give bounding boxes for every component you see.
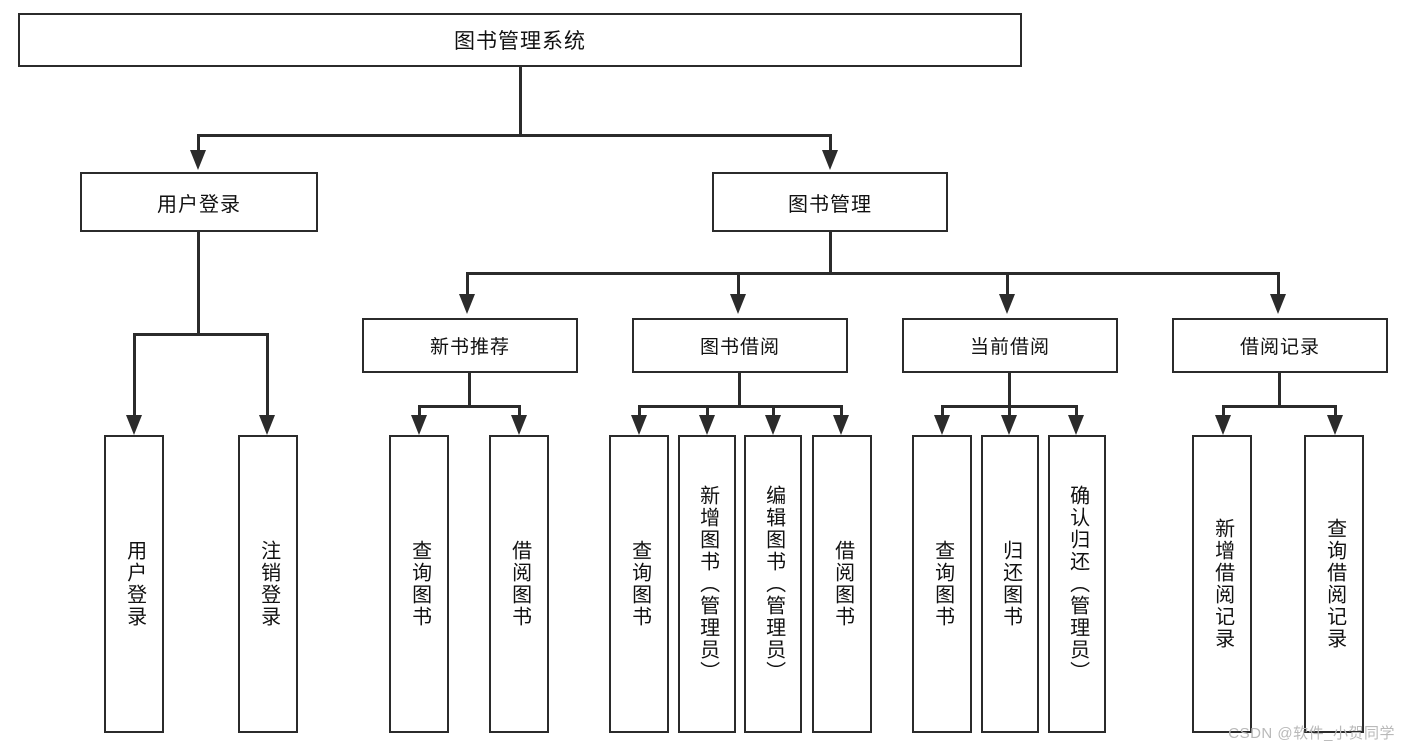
- arrow-to-borrow-record: [1270, 294, 1286, 314]
- edge-record-bus: [1222, 405, 1337, 408]
- arrow-to-leaf-query-book-2: [631, 415, 647, 435]
- leaf-edit-book-admin[interactable]: 编辑图书（管理员）: [744, 435, 802, 733]
- leaf-add-borrow-record[interactable]: 新增借阅记录: [1192, 435, 1252, 733]
- edge-borrow-drop-1: [638, 405, 641, 419]
- node-label: 用户登录: [123, 540, 146, 628]
- node-label: 借阅图书: [508, 540, 531, 628]
- node-label: 当前借阅: [969, 337, 1050, 358]
- node-label: 确认归还（管理员）: [1066, 485, 1089, 683]
- leaf-borrow-book-recommend[interactable]: 借阅图书: [489, 435, 549, 733]
- node-label: 查询图书: [628, 540, 651, 628]
- edge-recommend-stem: [468, 373, 471, 407]
- node-label: 用户登录: [157, 193, 241, 216]
- node-user-login[interactable]: 用户登录: [80, 172, 318, 232]
- arrow-to-leaf-edit-book: [765, 415, 781, 435]
- arrow-to-leaf-confirm-return: [1068, 415, 1084, 435]
- leaf-query-book-recommend[interactable]: 查询图书: [389, 435, 449, 733]
- edge-current-stem: [1008, 373, 1011, 407]
- leaf-borrow-book-borrow[interactable]: 借阅图书: [812, 435, 872, 733]
- node-root-book-management-system[interactable]: 图书管理系统: [18, 13, 1022, 67]
- arrow-to-leaf-borrow-book-2: [833, 415, 849, 435]
- edge-current-drop-1: [941, 405, 944, 419]
- arrow-to-leaf-query-record: [1327, 415, 1343, 435]
- edge-record-drop-1: [1222, 405, 1225, 419]
- edge-borrow-drop-2: [706, 405, 709, 419]
- node-label: 注销登录: [257, 540, 280, 628]
- leaf-return-book[interactable]: 归还图书: [981, 435, 1039, 733]
- edge-level3-bus: [466, 272, 1280, 275]
- node-label: 图书管理: [788, 193, 872, 216]
- node-label: 借阅图书: [831, 540, 854, 628]
- edge-user-login-bus: [133, 333, 269, 336]
- leaf-user-login[interactable]: 用户登录: [104, 435, 164, 733]
- arrow-to-new-book-recommend: [459, 294, 475, 314]
- arrow-to-book-borrow: [730, 294, 746, 314]
- edge-level3-drop-4: [1277, 272, 1280, 296]
- node-book-management[interactable]: 图书管理: [712, 172, 948, 232]
- leaf-confirm-return-admin[interactable]: 确认归还（管理员）: [1048, 435, 1106, 733]
- edge-recommend-drop-2: [518, 405, 521, 419]
- arrow-to-leaf-query-book-1: [411, 415, 427, 435]
- node-label: 归还图书: [999, 540, 1022, 628]
- edge-user-login-stem: [197, 232, 200, 335]
- node-label: 编辑图书（管理员）: [762, 485, 785, 683]
- arrow-to-leaf-add-record: [1215, 415, 1231, 435]
- node-label: 新增图书（管理员）: [696, 485, 719, 683]
- edge-borrow-stem: [738, 373, 741, 407]
- edge-level2-bus: [197, 134, 832, 137]
- arrow-to-book-management: [822, 150, 838, 170]
- edge-book-management-stem: [829, 232, 832, 274]
- node-label: 新增借阅记录: [1211, 518, 1234, 650]
- leaf-query-book-current[interactable]: 查询图书: [912, 435, 972, 733]
- arrow-to-leaf-borrow-book-1: [511, 415, 527, 435]
- edge-level2-drop-left: [197, 134, 200, 154]
- leaf-query-borrow-record[interactable]: 查询借阅记录: [1304, 435, 1364, 733]
- leaf-add-book-admin[interactable]: 新增图书（管理员）: [678, 435, 736, 733]
- node-current-borrow[interactable]: 当前借阅: [902, 318, 1118, 373]
- edge-level3-drop-1: [466, 272, 469, 296]
- edge-recommend-bus: [418, 405, 521, 408]
- edge-root-stem: [519, 67, 522, 136]
- edge-borrow-drop-3: [772, 405, 775, 419]
- node-label: 图书借阅: [699, 337, 780, 358]
- arrow-to-leaf-logout: [259, 415, 275, 435]
- edge-record-stem: [1278, 373, 1281, 407]
- edge-level3-drop-3: [1006, 272, 1009, 296]
- node-borrow-record[interactable]: 借阅记录: [1172, 318, 1388, 373]
- arrow-to-leaf-return-book: [1001, 415, 1017, 435]
- arrow-to-user-login: [190, 150, 206, 170]
- edge-user-login-drop-2: [266, 333, 269, 419]
- arrow-to-current-borrow: [999, 294, 1015, 314]
- node-label: 新书推荐: [429, 337, 510, 358]
- node-label: 查询借阅记录: [1323, 518, 1346, 650]
- node-new-book-recommend[interactable]: 新书推荐: [362, 318, 578, 373]
- leaf-query-book-borrow[interactable]: 查询图书: [609, 435, 669, 733]
- edge-recommend-drop-1: [418, 405, 421, 419]
- watermark: CSDN @软件_小贺同学: [1228, 725, 1395, 742]
- arrow-to-leaf-query-book-3: [934, 415, 950, 435]
- node-book-borrow[interactable]: 图书借阅: [632, 318, 848, 373]
- node-label: 借阅记录: [1239, 337, 1320, 358]
- edge-current-drop-3: [1075, 405, 1078, 419]
- arrow-to-leaf-add-book: [699, 415, 715, 435]
- edge-borrow-drop-4: [840, 405, 843, 419]
- edge-current-drop-2: [1008, 405, 1011, 419]
- node-label: 查询图书: [408, 540, 431, 628]
- edge-record-drop-2: [1334, 405, 1337, 419]
- node-label: 查询图书: [931, 540, 954, 628]
- arrow-to-leaf-user-login: [126, 415, 142, 435]
- edge-borrow-bus: [638, 405, 843, 408]
- leaf-logout[interactable]: 注销登录: [238, 435, 298, 733]
- edge-level3-drop-2: [737, 272, 740, 296]
- edge-level2-drop-right: [829, 134, 832, 154]
- edge-user-login-drop-1: [133, 333, 136, 419]
- node-label: 图书管理系统: [454, 30, 586, 53]
